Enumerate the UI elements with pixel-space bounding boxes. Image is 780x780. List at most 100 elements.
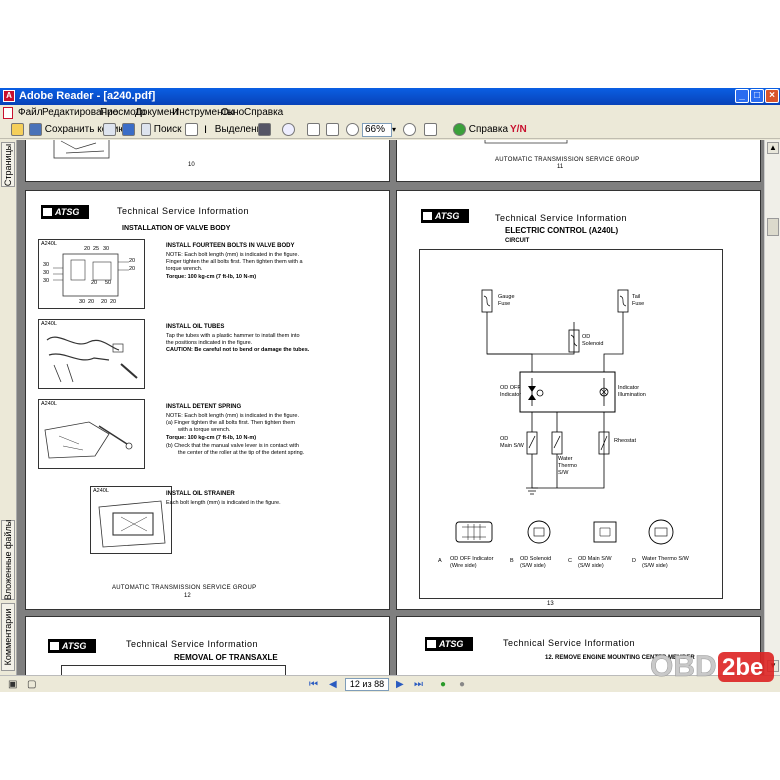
page-number-field[interactable]: 12 из 88 — [345, 678, 389, 691]
svg-text:2be: 2be — [722, 654, 763, 681]
first-page-icon[interactable]: ⏮ — [309, 679, 318, 690]
bolt-label: 20 — [88, 299, 95, 305]
open-folder-icon[interactable] — [11, 123, 24, 137]
valve-body-figure: A240L 20 25 30 30 30 20 20 30 20 50 30 2… — [38, 239, 145, 309]
close-button[interactable]: × — [765, 89, 779, 103]
connector-d-letter: D — [632, 558, 636, 564]
title-bar: A Adobe Reader - [a240.pdf] _ □ × — [0, 88, 780, 105]
menu-edit[interactable]: Редактирование — [42, 107, 119, 118]
vertical-scrollbar[interactable]: ▲ ▼ — [764, 140, 780, 675]
indicator-illumination-label: Indicator Illumination — [618, 385, 646, 398]
zoom-out-icon[interactable] — [346, 123, 359, 137]
next-page-icon[interactable]: ▶ — [396, 679, 404, 690]
search-label: Поиск — [153, 124, 182, 135]
figure-label: A240L — [41, 401, 57, 407]
atsg-logo: ATSG — [421, 209, 469, 223]
select-tool-label: Выделение — [214, 124, 268, 135]
atsg-logo: ATSG — [48, 639, 96, 653]
email-icon[interactable] — [122, 123, 135, 137]
page-number: 11 — [557, 164, 564, 170]
connector-b-label: OD Solenoid (S/W side) — [520, 556, 552, 569]
scroll-thumb[interactable] — [767, 218, 779, 236]
page-header: Technical Service Information — [126, 639, 259, 649]
step-text: NOTE: Each bolt length (mm) is indicated… — [166, 413, 299, 419]
step-text: Each bolt length (mm) is indicated in th… — [166, 500, 281, 506]
snapshot-icon[interactable] — [258, 123, 271, 137]
obd2be-watermark-logo: OBD 2be — [650, 650, 774, 683]
atsg-logo: ATSG — [41, 205, 89, 219]
figure-frame — [61, 665, 286, 675]
page-number: 10 — [188, 162, 195, 168]
previous-view-icon[interactable]: ● — [440, 679, 447, 690]
print-icon[interactable] — [103, 123, 116, 137]
step-text: Tap the tubes with a plastic hammer to i… — [166, 333, 300, 339]
page-13: ATSG Technical Service Information ELECT… — [396, 190, 761, 610]
zoom-dropdown-chevron-icon[interactable]: ▾ — [392, 125, 397, 134]
help-button[interactable]: Справка — [453, 123, 508, 137]
adobe-online-icon[interactable]: Y/N — [510, 124, 527, 135]
menu-bar: Файл Редактирование Просмотр Документ Ин… — [0, 105, 780, 121]
toolbar: Сохранить копию Поиск I Выделение 66% ▾ … — [0, 121, 780, 139]
step-heading: 12. REMOVE ENGINE MOUNTING CENTER MEMBER — [545, 655, 695, 661]
save-copy-button[interactable]: Сохранить копию — [29, 123, 126, 137]
document-icon — [3, 107, 13, 119]
page-header: Technical Service Information — [117, 206, 250, 216]
tab-attachments-label: Вложенные файлы — [3, 519, 13, 601]
search-button[interactable]: Поиск — [141, 123, 182, 137]
scroll-up-arrow-icon[interactable]: ▲ — [767, 142, 779, 154]
step-text: (b) Check that the manual valve lever is… — [166, 443, 299, 449]
next-view-icon[interactable]: ● — [459, 679, 466, 690]
page-15: ATSG Technical Service Information 12. R… — [396, 616, 761, 675]
menu-file[interactable]: Файл — [18, 107, 43, 118]
circuit-diagram-drawing — [455, 289, 674, 545]
page-size-icon[interactable]: ▢ — [27, 679, 37, 690]
page-12: ATSG Technical Service Information INSTA… — [25, 190, 390, 610]
detent-spring-figure: A240L — [38, 399, 145, 469]
step-torque: Torque: 100 kg-cm (7 ft-lb, 10 N-m) — [166, 274, 257, 280]
hand-tool-icon[interactable] — [185, 123, 198, 137]
document-view[interactable]: 10 AUTOMATIC TRANSMISSION SERVICE GROUP … — [17, 140, 764, 675]
navigation-panel: Страницы Вложенные файлы Комментарии — [0, 140, 17, 675]
bolt-label: 30 — [43, 270, 50, 276]
tab-pages-label: Страницы — [3, 143, 13, 186]
menu-tools[interactable]: Инструменты — [172, 107, 235, 118]
step-torque: Torque: 100 kg-cm (7 ft-lb, 10 N-m) — [166, 435, 257, 441]
step-text: the positions indicated in the figure. — [166, 340, 253, 346]
floppy-icon — [29, 123, 42, 136]
step-text: (a) Finger tighten the all bolts first. … — [166, 420, 295, 426]
last-page-icon[interactable]: ⏭ — [414, 679, 423, 690]
actual-size-icon[interactable] — [307, 123, 320, 137]
zoom-in-plus-icon[interactable] — [403, 123, 416, 137]
zoom-in-icon[interactable] — [282, 123, 295, 137]
save-copy-label: Сохранить копию — [44, 124, 126, 135]
bolt-label: 50 — [105, 280, 112, 286]
bolt-label: 20 — [110, 299, 117, 305]
page-layout-icon[interactable] — [424, 123, 437, 137]
adobe-reader-app-icon: A — [3, 90, 15, 102]
menu-document[interactable]: Документ — [135, 107, 180, 118]
tab-comments-label: Комментарии — [3, 608, 13, 666]
step-text: the center of the roller at the tip of t… — [178, 450, 305, 456]
page-number: 12 — [184, 593, 191, 599]
bolt-label: 30 — [79, 299, 86, 305]
connector-a-letter: A — [438, 558, 442, 564]
window-title: Adobe Reader - [a240.pdf] — [19, 90, 156, 102]
select-tool-button[interactable]: I Выделение — [204, 124, 268, 136]
page-title: INSTALLATION OF VALVE BODY — [122, 225, 231, 232]
panel-toggle-icon[interactable]: ▣ — [8, 679, 18, 690]
bolt-label: 30 — [43, 278, 50, 284]
zoom-level-field[interactable]: 66% — [362, 123, 392, 137]
menu-help[interactable]: Справка — [244, 107, 284, 118]
bolt-label: 20 — [129, 266, 136, 272]
figure-label: A240L — [93, 488, 109, 494]
page-10-figure — [53, 140, 110, 159]
previous-page-icon[interactable]: ◀ — [329, 679, 337, 690]
tab-comments[interactable]: Комментарии — [1, 603, 15, 671]
restore-button[interactable]: □ — [750, 89, 764, 103]
menu-view[interactable]: Просмотр — [100, 107, 146, 118]
tab-attachments[interactable]: Вложенные файлы — [1, 520, 15, 600]
menu-window[interactable]: Окно — [221, 107, 245, 118]
tab-pages[interactable]: Страницы — [1, 142, 15, 187]
fit-page-icon[interactable] — [326, 123, 339, 137]
minimize-button[interactable]: _ — [735, 89, 749, 103]
